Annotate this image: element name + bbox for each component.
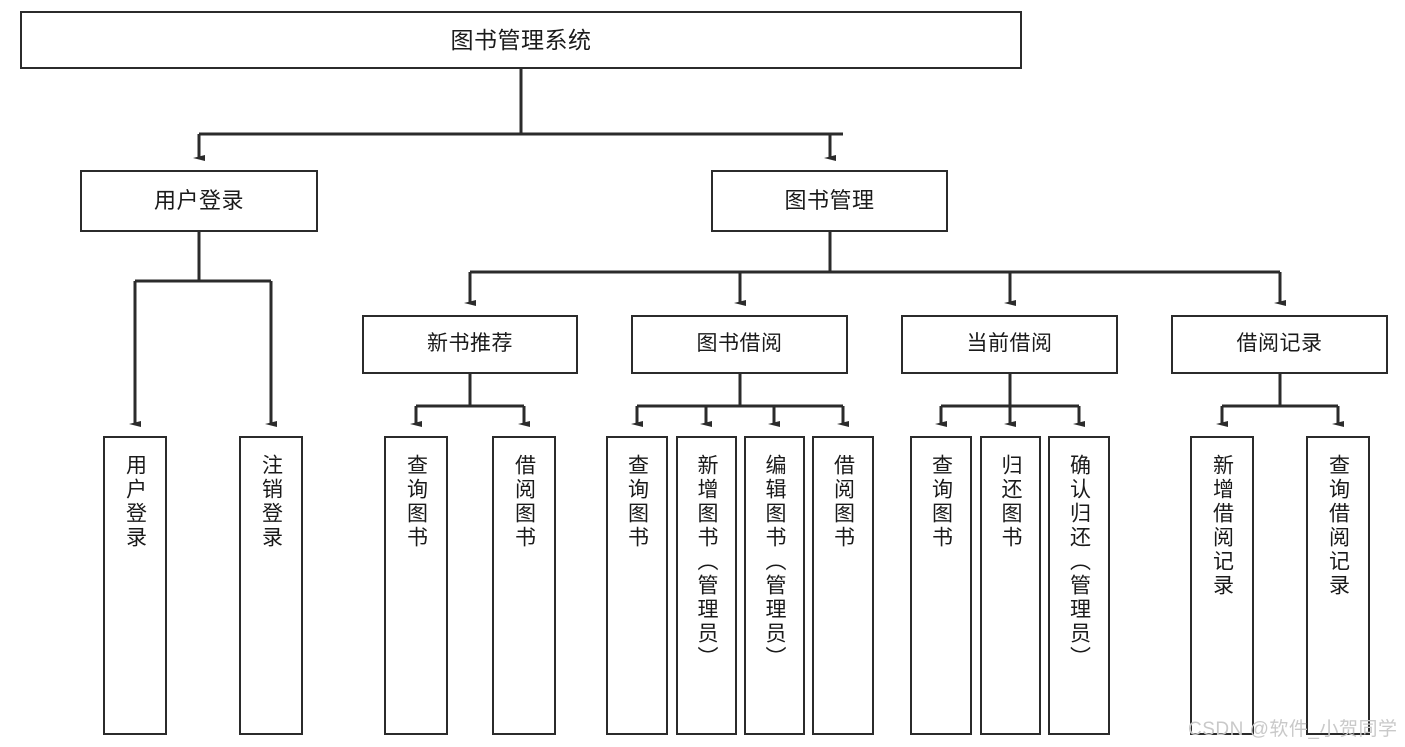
leaf-user-login-2[interactable]: 注销登录 xyxy=(239,436,303,735)
node-new-book[interactable]: 新书推荐 xyxy=(362,315,578,374)
leaf-current-borrow-1[interactable]: 查询图书 xyxy=(910,436,972,735)
leaf-new-book-2[interactable]: 借阅图书 xyxy=(492,436,556,735)
leaf-book-borrow-2-label: 新增图书（管理员） xyxy=(695,454,718,670)
leaf-user-login-2-label: 注销登录 xyxy=(259,454,283,550)
leaf-borrow-record-2[interactable]: 查询借阅记录 xyxy=(1306,436,1370,735)
node-book-borrow[interactable]: 图书借阅 xyxy=(631,315,848,374)
leaf-user-login-1[interactable]: 用户登录 xyxy=(103,436,167,735)
leaf-borrow-record-1[interactable]: 新增借阅记录 xyxy=(1190,436,1254,735)
node-user-login-label: 用户登录 xyxy=(153,188,244,214)
leaf-current-borrow-2[interactable]: 归还图书 xyxy=(980,436,1041,735)
node-book-manage-label: 图书管理 xyxy=(784,188,875,214)
node-book-borrow-label: 图书借阅 xyxy=(696,332,783,356)
node-borrow-record[interactable]: 借阅记录 xyxy=(1171,315,1388,374)
node-root-label: 图书管理系统 xyxy=(450,26,592,53)
leaf-book-borrow-3-label: 编辑图书（管理员） xyxy=(763,454,786,670)
leaf-book-borrow-3[interactable]: 编辑图书（管理员） xyxy=(744,436,805,735)
leaf-book-borrow-4-label: 借阅图书 xyxy=(831,454,855,550)
node-borrow-record-label: 借阅记录 xyxy=(1236,332,1323,356)
leaf-current-borrow-3-label: 确认归还（管理员） xyxy=(1067,454,1091,670)
leaf-book-borrow-2[interactable]: 新增图书（管理员） xyxy=(676,436,737,735)
node-current-borrow-label: 当前借阅 xyxy=(966,332,1053,356)
leaf-borrow-record-1-label: 新增借阅记录 xyxy=(1210,454,1234,598)
watermark: CSDN @软件_小贺同学 xyxy=(1188,719,1398,740)
leaf-new-book-2-label: 借阅图书 xyxy=(512,454,536,550)
leaf-book-borrow-1[interactable]: 查询图书 xyxy=(606,436,668,735)
leaf-new-book-1[interactable]: 查询图书 xyxy=(384,436,448,735)
node-current-borrow[interactable]: 当前借阅 xyxy=(901,315,1118,374)
leaf-borrow-record-2-label: 查询借阅记录 xyxy=(1326,454,1350,598)
leaf-book-borrow-4[interactable]: 借阅图书 xyxy=(812,436,874,735)
node-new-book-label: 新书推荐 xyxy=(427,332,513,356)
leaf-current-borrow-2-label: 归还图书 xyxy=(999,454,1022,550)
node-user-login[interactable]: 用户登录 xyxy=(80,170,318,232)
leaf-book-borrow-1-label: 查询图书 xyxy=(625,454,649,550)
node-root[interactable]: 图书管理系统 xyxy=(20,11,1022,69)
leaf-current-borrow-3[interactable]: 确认归还（管理员） xyxy=(1048,436,1110,735)
leaf-current-borrow-1-label: 查询图书 xyxy=(929,454,953,550)
leaf-new-book-1-label: 查询图书 xyxy=(404,454,428,550)
node-book-manage[interactable]: 图书管理 xyxy=(711,170,948,232)
leaf-user-login-1-label: 用户登录 xyxy=(123,454,147,550)
